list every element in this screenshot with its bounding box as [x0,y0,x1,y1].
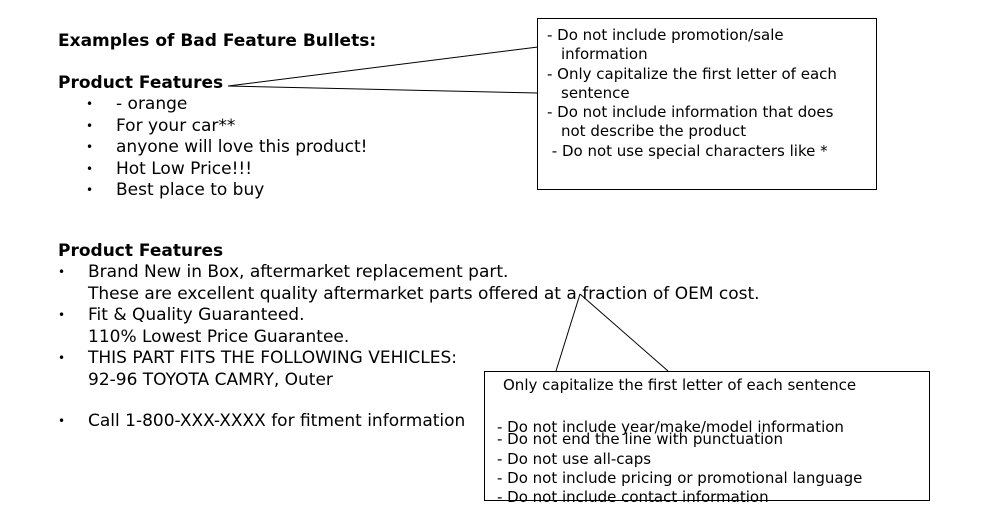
list-item: • Brand New in Box, aftermarket replaceme… [58,262,760,305]
callout-title: Only capitalize the first letter of each… [503,376,857,394]
list-item-line-1: THIS PART FITS THE FOLLOWING VEHICLES: [88,348,457,368]
callout-bottom: Only capitalize the first letter of each… [484,371,930,506]
list-item-line-2: These are excellent quality aftermarket … [88,283,760,304]
list-item: • Best place to buy [86,180,367,202]
list-item: • - orange [86,94,367,116]
list-item: • anyone will love this product! [86,137,367,159]
callout-top-pointer-line [227,85,539,94]
bullet-icon: • [86,183,94,197]
bullet-icon: • [86,97,94,111]
list-item-text: - orange [116,94,188,114]
callout-line: - Do not use all-caps [497,450,652,468]
list-item: • Call 1-800-XXX-XXXX for fitment informa… [58,411,760,433]
bullet-icon: • [86,161,94,176]
list-item-line-2: 110% Lowest Price Guarantee. [88,326,350,347]
callout-line: - Do not use special characters like * [547,141,828,160]
callout-line: - Do not include information that does [547,103,834,122]
product-features-heading-bad: Product Features [58,73,224,93]
list-item-text: For your car** [116,115,236,136]
list-item-line-1: Fit & Quality Guaranteed. [88,305,305,325]
callout-line: - Do not end the line with punctuation [497,430,783,448]
callout-line: - Do not include contact information [497,488,769,506]
page-title: Examples of Bad Feature Bullets: [58,31,377,51]
list-item-text: anyone will love this product! [116,137,368,157]
callout-line: not describe the product [561,122,747,141]
product-features-heading-second: Product Features [58,241,224,261]
list-item-line-2: 92-96 TOYOTA CAMRY, Outer [88,369,333,390]
bad-feature-list: • - orange • For your car** • anyone will l… [86,94,367,202]
callout-line: information [561,45,648,64]
list-item: • Hot Low Price!!! [86,159,367,181]
callout-line: - Do not include pricing or promotional … [497,469,863,487]
bullet-icon: • [58,414,66,428]
callout-top: - Do not include promotion/sale informat… [537,18,877,190]
bullet-icon: • [58,308,66,322]
list-item-line-1: Call 1-800-XXX-XXXX for fitment informat… [88,411,466,431]
callout-line: - Do not include promotion/sale [547,26,784,44]
bullet-icon: • [58,351,66,365]
second-feature-list: • Brand New in Box, aftermarket replaceme… [58,262,760,433]
list-item-text: Best place to buy [116,180,265,200]
bullet-icon: • [86,140,94,154]
bullet-icon: • [86,118,94,133]
callout-top-pointer-line [227,46,539,87]
list-item-line-1: Brand New in Box, aftermarket replacemen… [88,262,509,282]
callout-line: - Do not include year/make/model informa… [497,418,844,436]
list-item-text: Hot Low Price!!! [116,158,253,179]
callout-line: - Only capitalize the first letter of ea… [547,64,837,83]
callout-line: sentence [561,83,630,102]
list-item: • Fit & Quality Guaranteed.110% Lowest Pr… [58,305,760,348]
list-item: • THIS PART FITS THE FOLLOWING VEHICLES:9… [58,348,760,391]
list-item: • For your car** [86,116,367,138]
bullet-icon: • [58,265,66,279]
